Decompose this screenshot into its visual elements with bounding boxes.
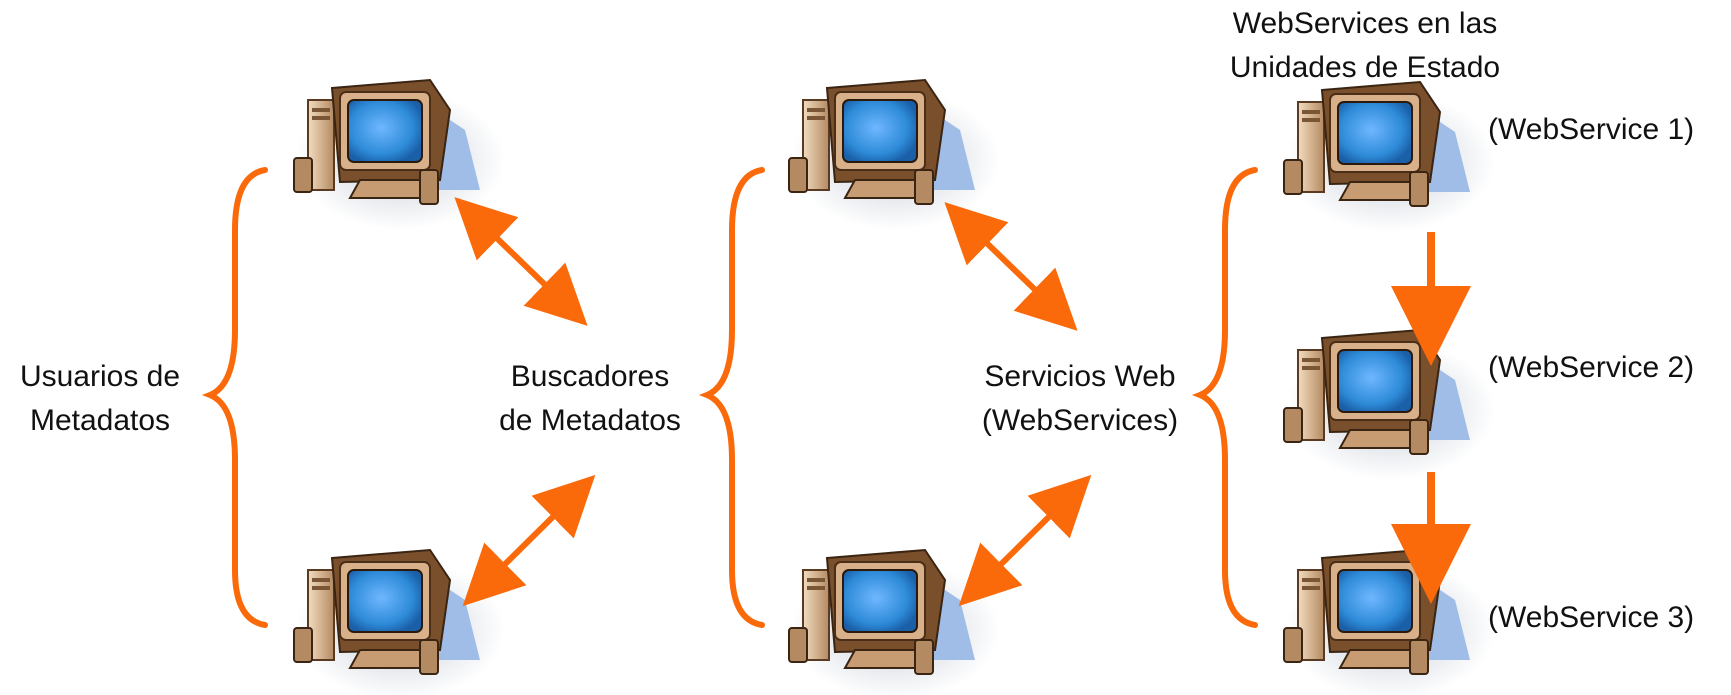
webservice-2-label: (WebService 2)	[1488, 351, 1695, 384]
state-units-title: WebServices en las Unidades de Estado	[1229, 7, 1501, 84]
search-label: Buscadores de Metadatos	[499, 360, 681, 437]
arrow-search-top	[944, 202, 1078, 331]
arrow-user-top	[454, 197, 588, 326]
webservice-1-label: (WebService 1)	[1488, 113, 1695, 146]
brace-users	[201, 167, 268, 628]
users-label: Usuarios de Metadatos	[19, 360, 181, 437]
services-label: Servicios Web (WebServices)	[981, 360, 1179, 437]
arrow-search-bottom	[958, 474, 1092, 607]
arrow-user-bottom	[462, 474, 596, 607]
webservice-3-label: (WebService 3)	[1488, 601, 1695, 634]
brace-services	[1191, 167, 1258, 628]
brace-search	[698, 167, 765, 628]
